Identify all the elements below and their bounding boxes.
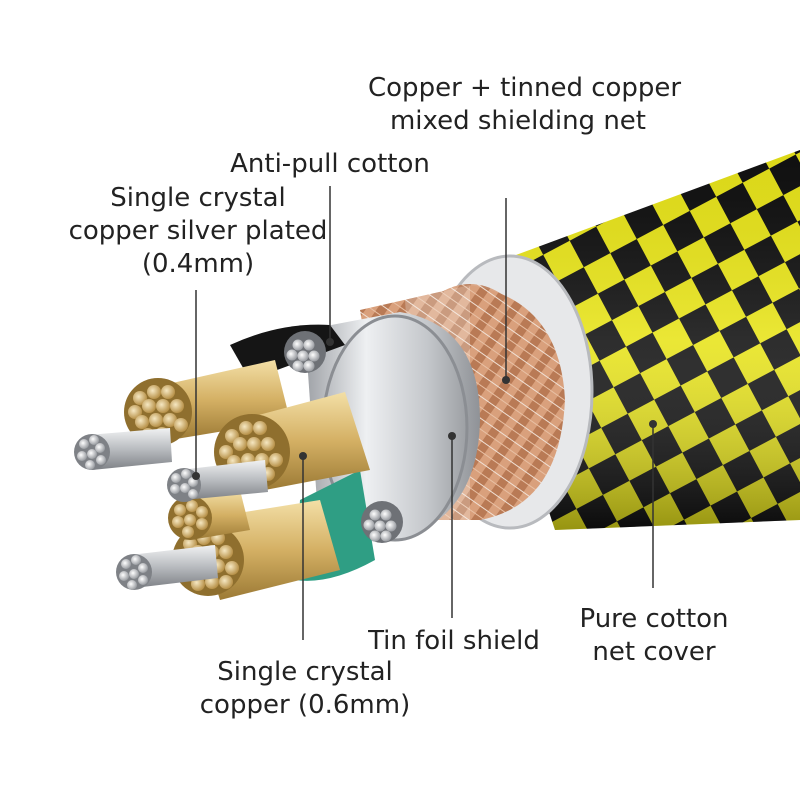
label-shield-net-line2: mixed shielding net: [389, 106, 646, 136]
label-silver-plated-line1: Single crystal: [110, 183, 286, 213]
label-silver-plated-line3: (0.4mm): [141, 249, 255, 279]
label-cotton-cover-line2: net cover: [592, 637, 716, 667]
leader-copper: [299, 452, 307, 640]
leader-tin-foil: [448, 432, 456, 618]
label-shield-net-line1: Copper + tinned copper: [368, 73, 682, 103]
label-anti-pull-line1: Anti-pull cotton: [230, 149, 430, 179]
copper-conductor-lower-left: [168, 490, 250, 540]
leader-lines: [192, 186, 657, 640]
label-silver-plated: Single crystal copper silver plated (0.4…: [68, 182, 328, 281]
silver-plated-strand-middle: [167, 460, 268, 502]
anti-pull-cotton-bundle-top: [284, 331, 326, 373]
leader-anti-pull: [326, 186, 334, 346]
label-cotton-cover-line1: Pure cotton: [579, 604, 729, 634]
label-copper-line2: copper (0.6mm): [199, 690, 411, 720]
label-cotton-cover: Pure cotton net cover: [574, 603, 734, 669]
label-tin-foil-line1: Tin foil shield: [368, 626, 540, 656]
leader-cotton-cover: [649, 420, 657, 588]
silver-plated-strand-top: [74, 428, 172, 470]
label-anti-pull: Anti-pull cotton: [230, 148, 430, 181]
silver-plated-strand-bottom: [116, 545, 218, 590]
label-tin-foil: Tin foil shield: [364, 625, 544, 658]
anti-pull-cotton-bundle-bottom: [361, 501, 403, 543]
label-shield-net: Copper + tinned copper mixed shielding n…: [368, 72, 682, 138]
label-silver-plated-line2: copper silver plated: [68, 216, 328, 246]
label-copper: Single crystal copper (0.6mm): [195, 656, 415, 722]
label-copper-line1: Single crystal: [217, 657, 393, 687]
leader-shield-net: [502, 198, 510, 384]
leader-silver-plated: [192, 290, 200, 480]
